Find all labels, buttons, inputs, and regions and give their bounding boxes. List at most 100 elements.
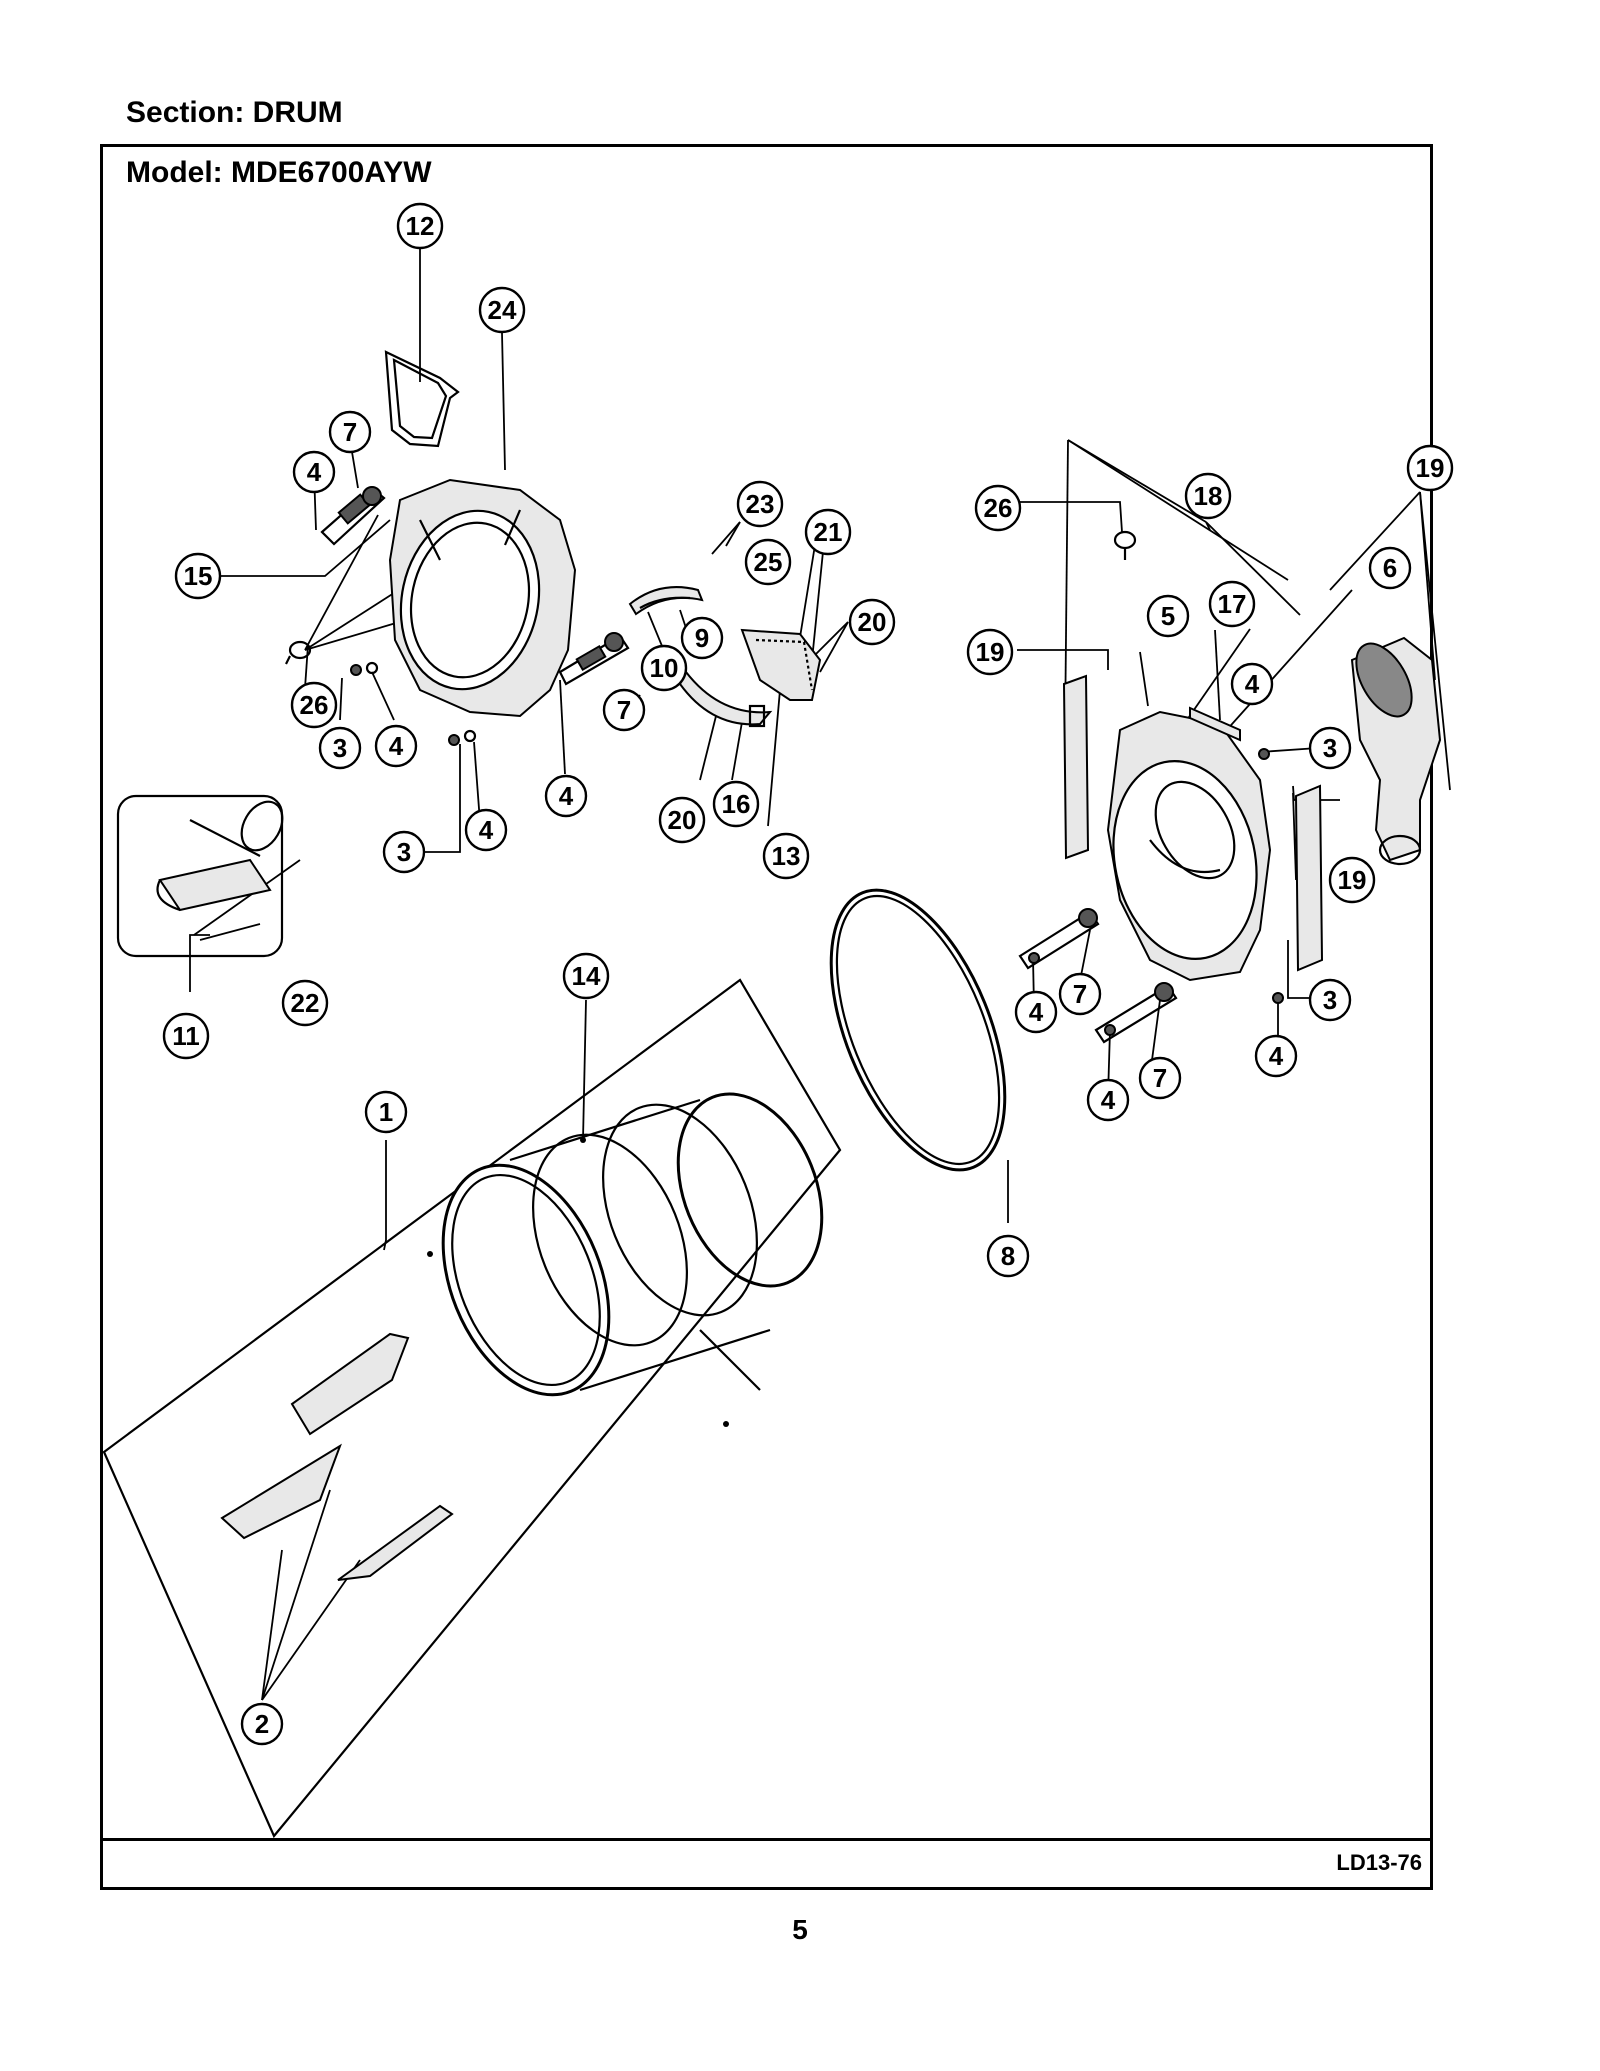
diagram-frame: [100, 144, 1433, 1890]
svg-text:20: 20: [858, 607, 887, 637]
callout-4: 4: [1254, 1034, 1298, 1078]
callout-18: 18: [1184, 472, 1232, 520]
callout-11: 11: [162, 1012, 210, 1060]
part-8-drum-seal: [829, 888, 1007, 1172]
svg-text:4: 4: [1245, 669, 1260, 699]
part-7-bearing-middle: [558, 632, 630, 686]
svg-text:19: 19: [976, 637, 1005, 667]
svg-text:16: 16: [722, 789, 751, 819]
washers-right: [1028, 748, 1284, 1036]
svg-text:7: 7: [1153, 1063, 1167, 1093]
svg-text:26: 26: [300, 690, 329, 720]
washers-left: [350, 661, 477, 746]
callout-8: 8: [986, 1234, 1030, 1278]
callout-12: 12: [396, 202, 444, 250]
svg-text:14: 14: [572, 961, 601, 991]
callout-1: 1: [364, 1090, 408, 1134]
callout-4: 4: [1230, 662, 1274, 706]
callout-20: 20: [658, 796, 706, 844]
svg-text:4: 4: [1101, 1085, 1116, 1115]
callout-5: 5: [1146, 594, 1190, 638]
callout-19: 19: [1406, 444, 1454, 492]
part-24-front-bulkhead: [388, 478, 577, 718]
svg-text:18: 18: [1194, 481, 1223, 511]
callout-19: 19: [966, 628, 1014, 676]
callout-22: 22: [281, 979, 329, 1027]
callout-24: 24: [478, 286, 526, 334]
svg-text:10: 10: [650, 653, 679, 683]
svg-text:8: 8: [1001, 1241, 1015, 1271]
svg-text:7: 7: [1073, 979, 1087, 1009]
callout-4: 4: [374, 724, 418, 768]
svg-text:7: 7: [617, 695, 631, 725]
svg-text:25: 25: [754, 547, 783, 577]
callout-4: 4: [292, 450, 336, 494]
svg-text:22: 22: [291, 988, 320, 1018]
svg-text:3: 3: [1323, 985, 1337, 1015]
part-1-drum-bounding: [102, 978, 842, 1839]
part-13-lint-duct: [740, 628, 822, 701]
callout-4: 4: [544, 774, 588, 818]
part-19-right-glide: [1294, 784, 1324, 972]
callout-13: 13: [762, 832, 810, 880]
callout-15: 15: [174, 552, 222, 600]
svg-text:26: 26: [984, 493, 1013, 523]
part-26-clip-right: [1113, 530, 1137, 560]
callout-4: 4: [1014, 990, 1058, 1034]
part-7-bearings-right: [1018, 908, 1178, 1044]
svg-text:9: 9: [695, 623, 709, 653]
part-14-drum: [427, 1092, 824, 1427]
svg-text:12: 12: [406, 211, 435, 241]
svg-text:7: 7: [343, 417, 357, 447]
part-25-glide: [628, 586, 704, 616]
section-title: Section: DRUM: [126, 96, 343, 129]
callout-3: 3: [1308, 978, 1352, 1022]
part-5-rear-bulkhead: [1106, 710, 1272, 982]
part-16-felt-seal: [678, 670, 773, 728]
callout-3: 3: [318, 726, 362, 770]
callout-7: 7: [1138, 1056, 1182, 1100]
callout-3: 3: [1308, 726, 1352, 770]
svg-text:11: 11: [172, 1021, 200, 1051]
svg-text:19: 19: [1338, 865, 1367, 895]
callout-17: 17: [1208, 580, 1256, 628]
callout-14: 14: [562, 952, 610, 1000]
svg-text:1: 1: [379, 1097, 393, 1127]
svg-text:17: 17: [1218, 589, 1247, 619]
svg-text:4: 4: [1029, 997, 1044, 1027]
part-17-bracket: [1189, 706, 1241, 742]
callout-19: 19: [1328, 856, 1376, 904]
svg-text:4: 4: [1269, 1041, 1284, 1071]
svg-text:21: 21: [814, 517, 843, 547]
part-12-gasket: [384, 350, 460, 448]
callout-10: 10: [640, 644, 688, 692]
model-title: Model: MDE6700AYW: [126, 156, 432, 189]
svg-text:4: 4: [389, 731, 404, 761]
svg-text:6: 6: [1383, 553, 1397, 583]
callout-16: 16: [712, 780, 760, 828]
callout-6: 6: [1368, 546, 1412, 590]
svg-text:23: 23: [746, 489, 775, 519]
diagram-code: LD13-76: [1336, 1850, 1422, 1875]
part-11-duct-assembly: [116, 794, 284, 958]
svg-text:3: 3: [1323, 733, 1337, 763]
svg-text:5: 5: [1161, 601, 1175, 631]
callout-26: 26: [974, 484, 1022, 532]
svg-text:15: 15: [184, 561, 213, 591]
callout-20: 20: [848, 598, 896, 646]
part-6-exhaust-duct: [1350, 636, 1442, 866]
svg-text:13: 13: [772, 841, 801, 871]
callout-4: 4: [1086, 1078, 1130, 1122]
svg-text:24: 24: [488, 295, 517, 325]
svg-text:4: 4: [479, 815, 494, 845]
svg-text:3: 3: [333, 733, 347, 763]
svg-text:4: 4: [559, 781, 574, 811]
footer-divider: [100, 1838, 1433, 1841]
callout-7: 7: [1058, 972, 1102, 1016]
callout-7: 7: [328, 410, 372, 454]
callout-4: 4: [464, 808, 508, 852]
callout-21: 21: [804, 508, 852, 556]
page-number: 5: [792, 1914, 808, 1945]
svg-text:3: 3: [397, 837, 411, 867]
